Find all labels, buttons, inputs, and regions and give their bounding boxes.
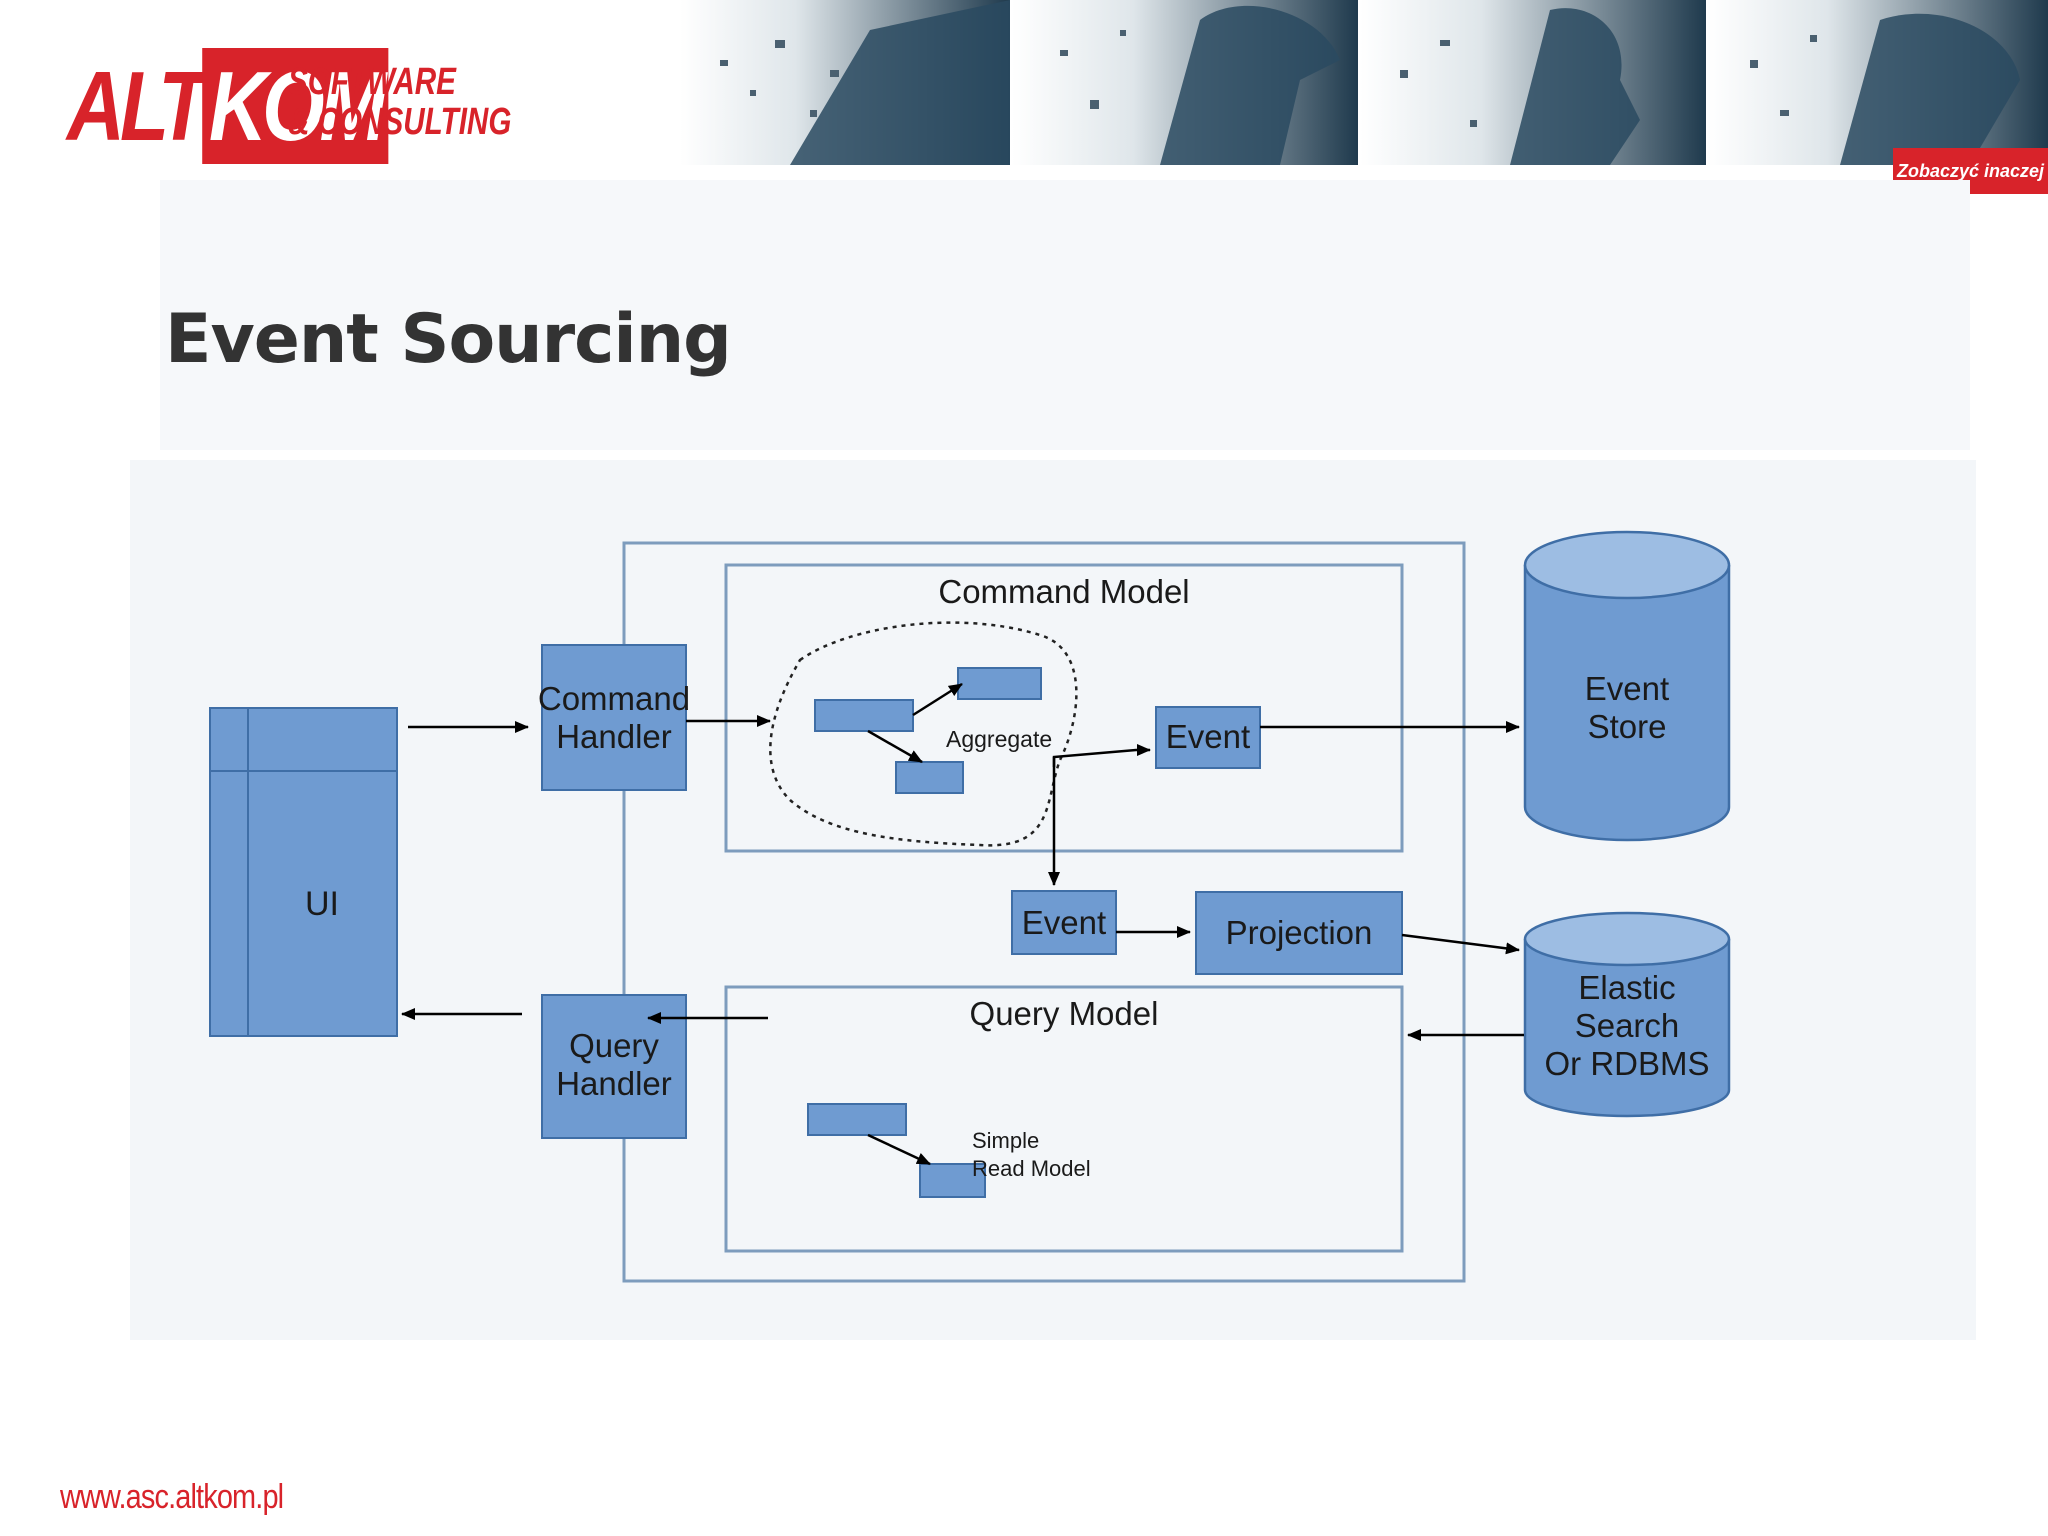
arrow-projection-to-readstore [1401,933,1520,955]
query-handler-label-2: Handler [556,1065,672,1102]
query-model-label: Query Model [970,995,1159,1032]
aggregate-entity-3 [895,761,964,794]
event-box-command [1155,706,1261,769]
command-handler-label-2: Handler [556,718,672,755]
aggregate-link-1 [912,682,963,717]
read-store-label-2: Search [1575,1007,1680,1044]
banner-figure-2 [1160,5,1340,165]
read-model-link [867,1133,931,1166]
ui-label: UI [305,885,339,923]
command-handler-label-1: Command [538,680,690,717]
query-model-frame [724,985,1404,1253]
read-model-label-1: Simple [972,1128,1039,1153]
event-store-cylinder [1523,530,1731,842]
footer-url: www.asc.altkom.pl [60,1478,284,1516]
logo-kom: KOM [202,48,389,164]
service-boundary [622,541,1466,1283]
header-banner: Zobaczyć inaczej [680,0,2048,194]
query-handler-label-1: Query [569,1027,659,1064]
read-model-entity-2 [919,1163,986,1198]
projection-box [1195,891,1403,975]
event-label-projection: Event [1022,904,1106,941]
aggregate-boundary [769,621,1078,847]
read-model-label-2: Read Model [972,1156,1091,1181]
event-store-label-2: Store [1588,708,1667,745]
aggregate-entity-1 [814,699,914,732]
banner-art [680,0,2048,165]
arrow-aggregate-to-event [1052,744,1151,767]
read-store-cylinder [1523,911,1731,1118]
aggregate-link-2 [867,729,923,764]
banner-figure-4 [1840,13,2020,165]
logo-wordmark: ALTKOM [62,48,393,164]
event-box-projection [1011,890,1117,955]
logo-tagline-line1: SOFTWARE [288,61,456,103]
read-store-label-1: Elastic [1578,969,1675,1006]
read-store-label-3: Or RDBMS [1545,1045,1710,1082]
aggregate-label: Aggregate [946,726,1052,752]
banner-figure-3 [1510,8,1640,165]
ui-box [209,707,398,1037]
read-model-entity-1 [807,1103,907,1136]
event-store-label-1: Event [1585,670,1669,707]
slide-title: Event Sourcing [165,300,732,379]
altkom-logo: ALTKOM SOFTWARE & CONSULTING [62,48,511,168]
projection-label: Projection [1226,914,1373,951]
aggregate-entity-2 [957,667,1042,700]
logo-tagline-line2: & CONSULTING [288,101,512,143]
logo-alt: ALT [66,51,207,161]
command-handler-box [541,644,687,791]
command-model-frame [724,563,1404,853]
event-label-command: Event [1166,718,1250,755]
banner-figure-1 [790,0,1010,165]
command-model-label: Command Model [938,573,1189,610]
title-panel [160,180,1970,450]
slogan-badge: Zobaczyć inaczej [1893,148,2048,194]
logo-tagline: SOFTWARE & CONSULTING [288,62,511,142]
